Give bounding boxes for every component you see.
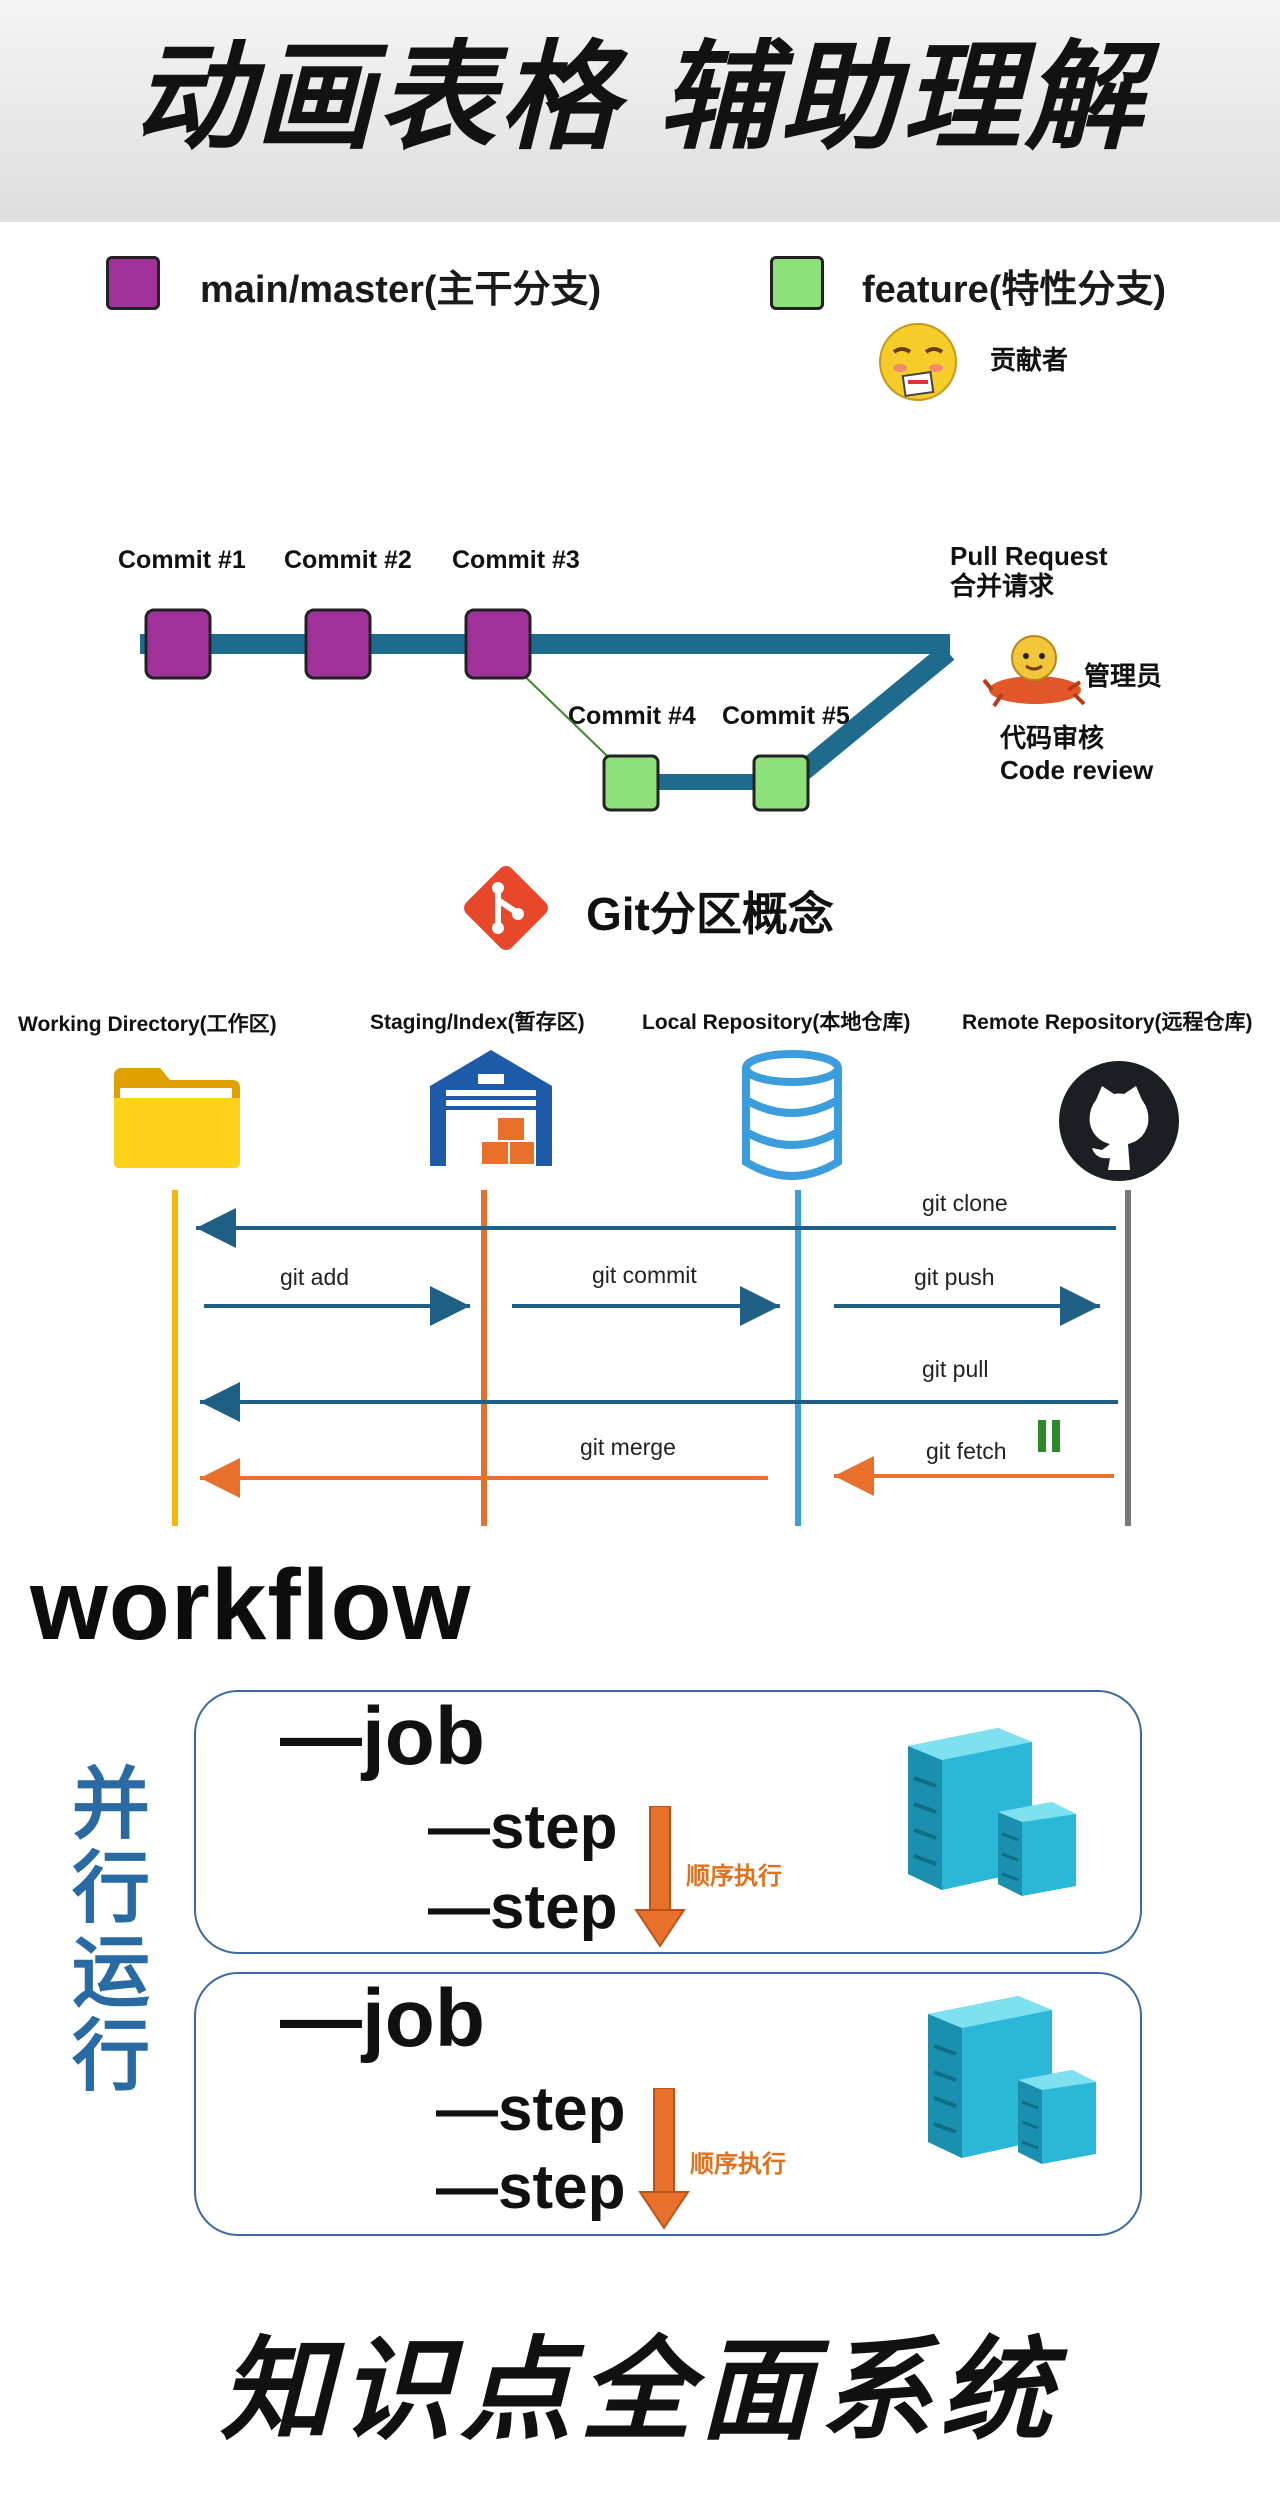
page-title: 动画表格 辅助理解 xyxy=(133,32,1147,164)
main-branch-legend: main/master(主干分支) xyxy=(200,269,602,311)
github-icon xyxy=(1059,1061,1179,1181)
admin-character-icon xyxy=(982,635,1086,708)
code-review-en-label: Code review xyxy=(1000,755,1154,785)
feature-branch-legend: feature(特性分支) xyxy=(862,269,1167,311)
title-banner xyxy=(0,0,1280,222)
job-1-step-2: —step xyxy=(428,1873,618,1942)
commit-5-label: Commit #5 xyxy=(722,702,850,730)
git-clone-label: git clone xyxy=(922,1190,1008,1216)
git-fetch-label: git fetch xyxy=(926,1438,1007,1464)
pull-request-cn-label: 合并请求 xyxy=(950,571,1055,601)
job-2-order-arrow xyxy=(638,2088,690,2230)
branch-panel xyxy=(14,224,1280,844)
main-branch-swatch xyxy=(106,256,160,310)
staging-index-label: Staging/Index(暂存区) xyxy=(370,1011,585,1034)
git-logo-icon xyxy=(464,866,548,950)
job-1-title: —job xyxy=(280,1691,485,1782)
git-commit-label: git commit xyxy=(592,1262,697,1288)
merge-line xyxy=(783,644,955,790)
contributor-emoji-icon xyxy=(879,323,957,401)
job-2-server-icon xyxy=(928,1996,1096,2164)
git-flow-diagram xyxy=(172,1190,1131,1526)
commit-1-label: Commit #1 xyxy=(118,546,246,574)
local-repository-label: Local Repository(本地仓库) xyxy=(642,1011,911,1034)
commit-4-node xyxy=(602,754,660,812)
pull-request-label: Pull Request xyxy=(950,541,1108,571)
pause-icon-right xyxy=(1052,1420,1060,1452)
feature-branch-swatch xyxy=(770,256,824,310)
commit-2-node xyxy=(304,608,372,680)
commit-2-label: Commit #2 xyxy=(284,546,412,574)
git-areas-title: Git分区概念 xyxy=(586,888,834,940)
working-directory-label: Working Directory(工作区) xyxy=(18,1013,277,1036)
footer-title: 知识点全面系统 xyxy=(220,2328,1060,2453)
warehouse-icon xyxy=(430,1050,552,1166)
parallel-label: 并行运行 xyxy=(71,1760,150,2100)
git-merge-label: git merge xyxy=(580,1434,676,1460)
job-1-order-arrow xyxy=(634,1806,686,1948)
admin-label: 管理员 xyxy=(1084,661,1163,691)
workflow-title: workflow xyxy=(30,1549,472,1661)
commit-5-node xyxy=(752,754,810,812)
pause-icon-left xyxy=(1038,1420,1046,1452)
commit-3-label: Commit #3 xyxy=(452,546,580,574)
contributor-label: 贡献者 xyxy=(990,345,1069,375)
job-2-order-label: 顺序执行 xyxy=(690,2151,786,2178)
code-review-cn-label: 代码审核 xyxy=(1000,723,1105,753)
git-pull-label: git pull xyxy=(922,1356,989,1382)
job-1-step-1: —step xyxy=(428,1793,618,1862)
git-add-label: git add xyxy=(280,1264,350,1290)
database-icon xyxy=(742,1050,842,1180)
job-1-order-label: 顺序执行 xyxy=(686,1863,782,1890)
job-2-step-2: —step xyxy=(436,2153,626,2222)
job-1-server-icon xyxy=(908,1728,1076,1896)
remote-repository-label: Remote Repository(远程仓库) xyxy=(962,1011,1253,1034)
commit-3-node xyxy=(464,608,532,680)
job-2-step-1: —step xyxy=(436,2075,626,2144)
branch-graph xyxy=(140,608,955,812)
folder-icon xyxy=(114,1068,240,1168)
git-push-label: git push xyxy=(914,1264,995,1290)
commit-1-node xyxy=(144,608,212,680)
commit-4-label: Commit #4 xyxy=(568,702,696,730)
job-2-title: —job xyxy=(280,1973,485,2064)
